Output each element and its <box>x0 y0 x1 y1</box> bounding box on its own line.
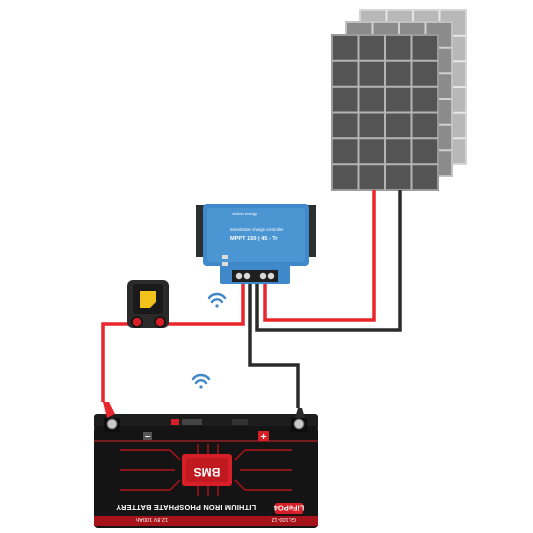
breaker-icon <box>127 280 169 328</box>
wifi-icon <box>191 373 211 389</box>
battery-chemistry-badge: LiFePO4 <box>273 504 304 513</box>
battery-type-label: LITHIUM IRON PHOSPHATE BATTERY <box>116 503 256 512</box>
controller-product-line: SmartSolar charge controller <box>230 227 284 232</box>
solar-panel-icon <box>331 34 439 191</box>
pv-negative-wire <box>255 190 402 332</box>
pv-positive-wire <box>263 190 376 322</box>
battery-positive-wire-b <box>101 322 137 402</box>
battery-negative-wire <box>248 282 300 408</box>
charge-controller: victron energy SmartSolar charge control… <box>196 204 316 284</box>
bms-chip-icon: BMS <box>182 454 232 486</box>
battery-model-label: GL100-12 <box>272 516 296 522</box>
controller-brand: victron energy <box>232 211 257 216</box>
lifepo4-battery: − + BMS LiFePO4 LITHIUM IRON PHOSPHA <box>94 402 318 528</box>
battery-plus-symbol: + <box>261 432 267 443</box>
battery-positive-wire-a <box>160 282 245 326</box>
wifi-icon <box>207 292 227 308</box>
battery-rating-label: 12.8V 100Ah <box>136 516 168 522</box>
controller-model: MPPT 150 | 45 - Tr <box>230 236 278 242</box>
bms-label: BMS <box>194 465 221 479</box>
battery-minus-symbol: − <box>145 432 150 442</box>
